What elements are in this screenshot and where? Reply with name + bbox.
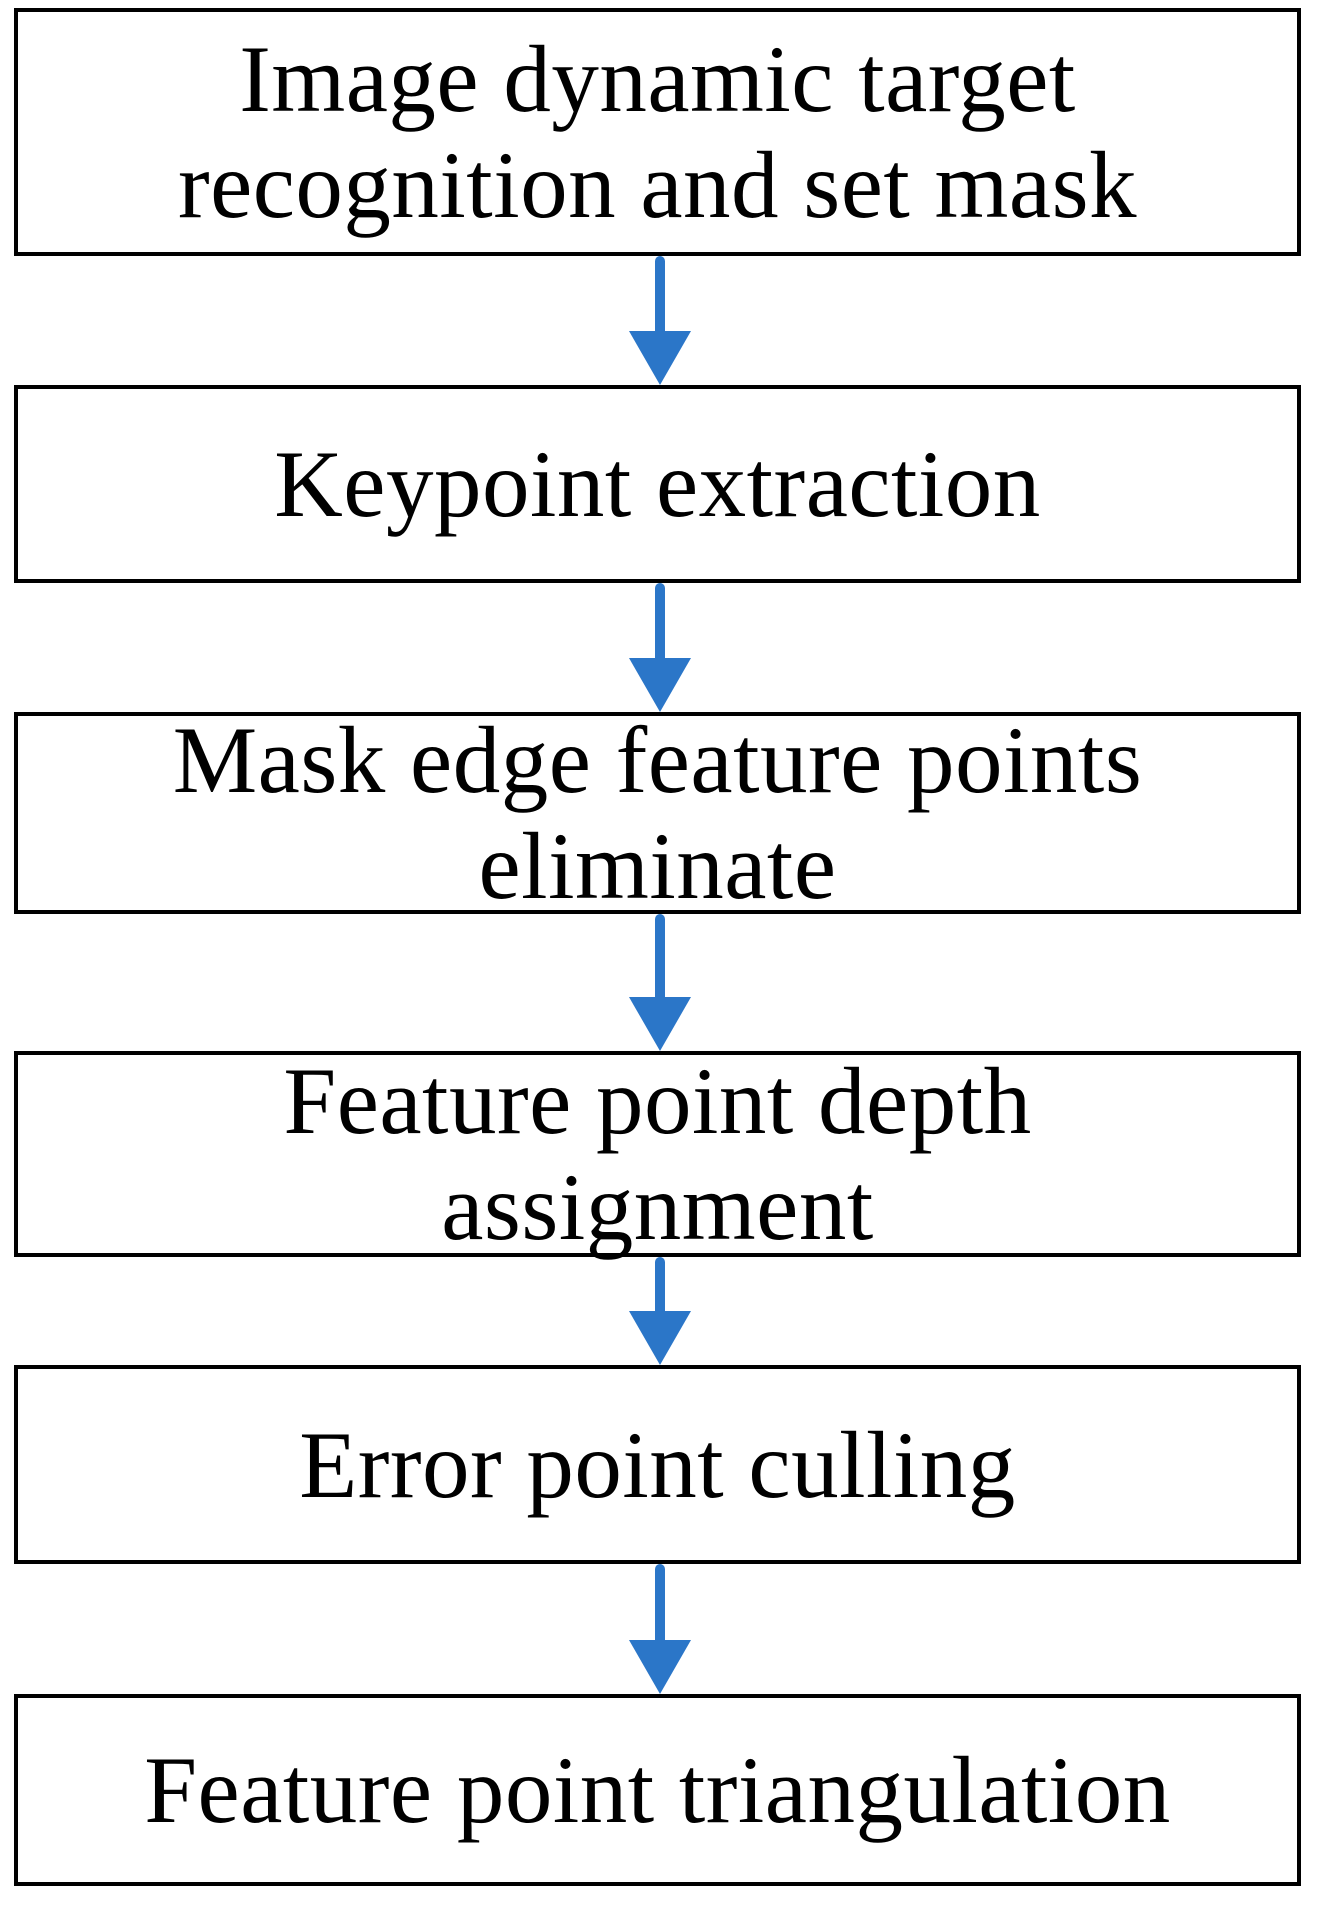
- flow-step-mask-edge-feature-points-eliminate: Mask edge feature points eliminate: [14, 707, 1301, 919]
- flow-step-label: Mask edge feature points: [172, 707, 1143, 813]
- arrow-head-icon: [628, 331, 691, 385]
- flow-step-feature-point-triangulation: Feature point triangulation: [14, 1694, 1301, 1886]
- flow-step-label: eliminate: [478, 813, 837, 919]
- arrow-stem: [654, 1257, 665, 1311]
- down-arrow: [628, 1564, 691, 1694]
- flow-step-label: Feature point triangulation: [144, 1737, 1171, 1843]
- flow-step-label: Image dynamic target: [239, 26, 1076, 132]
- flow-step-label: Error point culling: [299, 1411, 1016, 1518]
- arrow-stem: [654, 1564, 665, 1640]
- flow-step-keypoint-extraction: Keypoint extraction: [14, 385, 1301, 583]
- flow-step-label: recognition and set mask: [177, 132, 1138, 238]
- down-arrow: [628, 583, 691, 712]
- down-arrow: [628, 914, 691, 1051]
- down-arrow: [628, 1257, 691, 1365]
- flow-step-image-dynamic-target-recognition: Image dynamic target recognition and set…: [14, 8, 1301, 256]
- arrow-stem: [654, 256, 665, 331]
- arrow-stem: [654, 914, 665, 997]
- arrow-stem: [654, 583, 665, 658]
- arrow-head-icon: [628, 1311, 691, 1365]
- arrow-head-icon: [628, 658, 691, 712]
- flow-step-label: Keypoint extraction: [274, 431, 1041, 537]
- down-arrow: [628, 256, 691, 385]
- flow-step-label: Feature point depth: [283, 1048, 1032, 1154]
- arrow-head-icon: [628, 1640, 691, 1694]
- flow-step-feature-point-depth-assignment: Feature point depth assignment: [14, 1048, 1301, 1260]
- arrow-head-icon: [628, 997, 691, 1051]
- flow-step-error-point-culling: Error point culling: [14, 1365, 1301, 1564]
- flow-step-label: assignment: [441, 1154, 874, 1260]
